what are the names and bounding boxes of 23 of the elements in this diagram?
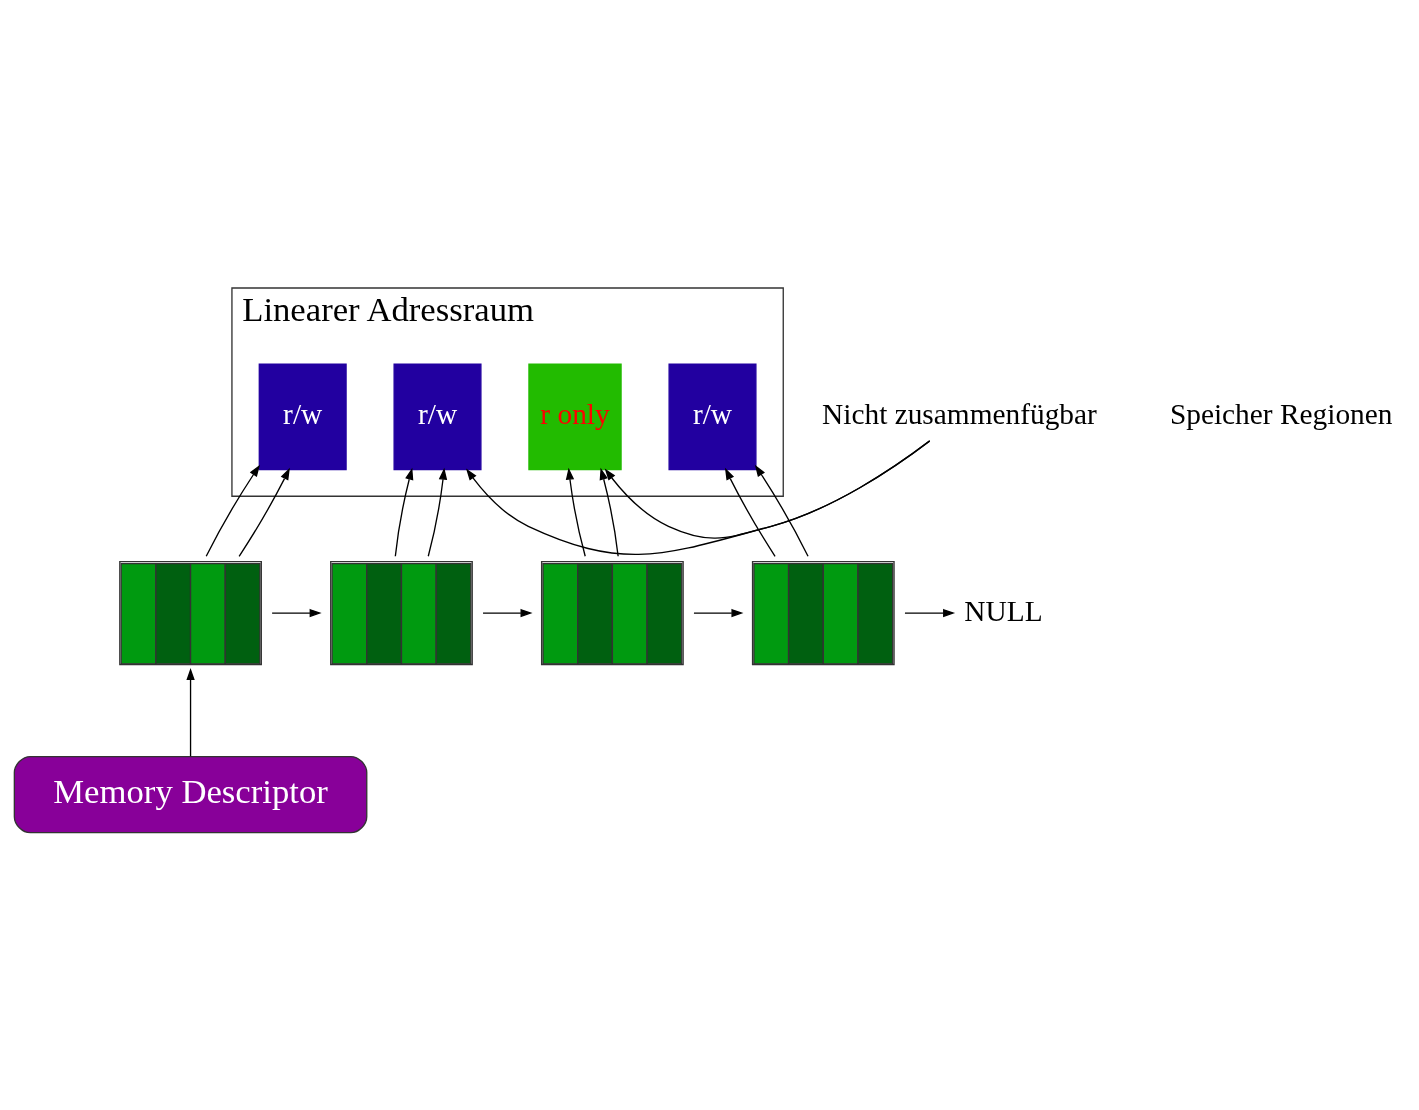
arrow [565, 467, 586, 557]
arrow [693, 608, 744, 618]
arrow [205, 464, 260, 557]
node-box: r/w [393, 363, 482, 471]
arrow [186, 668, 195, 757]
arrow [599, 467, 619, 557]
arrow [482, 608, 533, 618]
arrow [904, 608, 956, 618]
arrow [427, 467, 448, 557]
arrow [394, 467, 414, 557]
node-box: r only [528, 363, 622, 471]
node-text: NULL [964, 594, 1043, 627]
node-box: r/w [668, 363, 757, 471]
node-box: Memory Descriptor [13, 755, 368, 834]
node-box: r/w [258, 363, 347, 471]
node-text: Nicht zusammenfügbar [822, 398, 1097, 431]
label: Speicher Regionen [1169, 398, 1393, 431]
arrow [754, 464, 809, 557]
arrow [466, 440, 931, 556]
arrow [238, 467, 290, 557]
arrow [724, 467, 776, 557]
arrow [271, 608, 322, 618]
arrow [604, 440, 931, 539]
